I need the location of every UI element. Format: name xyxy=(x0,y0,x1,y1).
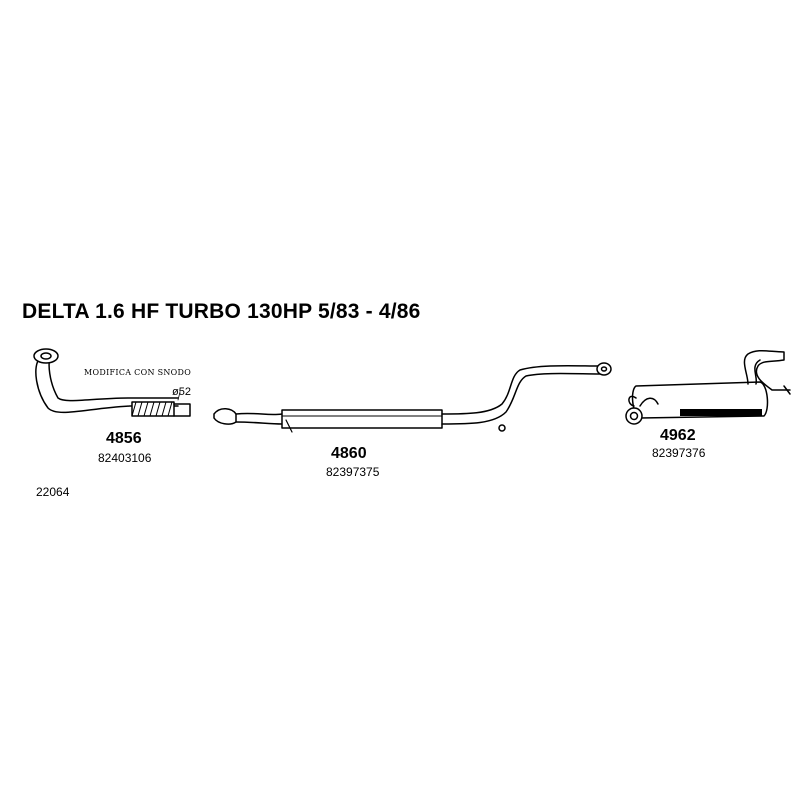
rear-tailpipe-inner xyxy=(754,359,761,385)
part-4962-drawing xyxy=(625,349,791,425)
diameter-leader xyxy=(177,391,181,401)
centre-silencer-bracket xyxy=(285,419,293,433)
centre-hanger xyxy=(498,424,506,432)
diagram-title: DELTA 1.6 HF TURBO 130HP 5/83 - 4/86 xyxy=(22,300,421,323)
downpipe-outline-top xyxy=(35,357,179,414)
part-4856-drawing xyxy=(33,348,191,417)
rear-inlet-bend xyxy=(639,397,659,407)
diameter-label: ø52 xyxy=(172,386,191,398)
rear-tailpipe-tip xyxy=(783,385,791,395)
flex-joint-hatch xyxy=(131,401,173,417)
centre-inlet-cup xyxy=(213,408,237,425)
rear-silencer-stripe xyxy=(680,409,762,416)
part-code-4856: 4856 xyxy=(106,430,142,447)
downpipe-flange-hole xyxy=(40,352,52,360)
part-code-4860: 4860 xyxy=(331,445,367,462)
modification-note: MODIFICA CON SNODO xyxy=(84,368,192,377)
centre-pipe-rear-inner xyxy=(441,372,601,425)
downpipe-outlet xyxy=(173,403,191,417)
centre-silencer-body xyxy=(281,409,443,429)
downpipe-outline-bottom xyxy=(48,351,179,402)
rear-inlet-flange xyxy=(625,407,643,425)
part-code-4962: 4962 xyxy=(660,427,696,444)
part-4860-drawing xyxy=(213,362,612,433)
rear-inlet-hole xyxy=(629,411,639,421)
part-ref-4962: 82397376 xyxy=(652,446,706,460)
centre-outlet-flange xyxy=(596,362,612,376)
centre-outlet-hole xyxy=(600,366,608,372)
rear-tailpipe-outer xyxy=(743,349,791,391)
part-ref-4860: 82397375 xyxy=(326,465,380,479)
downpipe-flange xyxy=(33,348,59,364)
catalog-reference: 22064 xyxy=(36,485,70,499)
centre-pipe-front-bottom xyxy=(235,421,283,425)
centre-pipe-rear xyxy=(441,364,601,415)
part-ref-4856: 82403106 xyxy=(98,451,152,465)
rear-inlet-pipe-top xyxy=(628,395,637,407)
centre-pipe-front-top xyxy=(235,412,283,416)
